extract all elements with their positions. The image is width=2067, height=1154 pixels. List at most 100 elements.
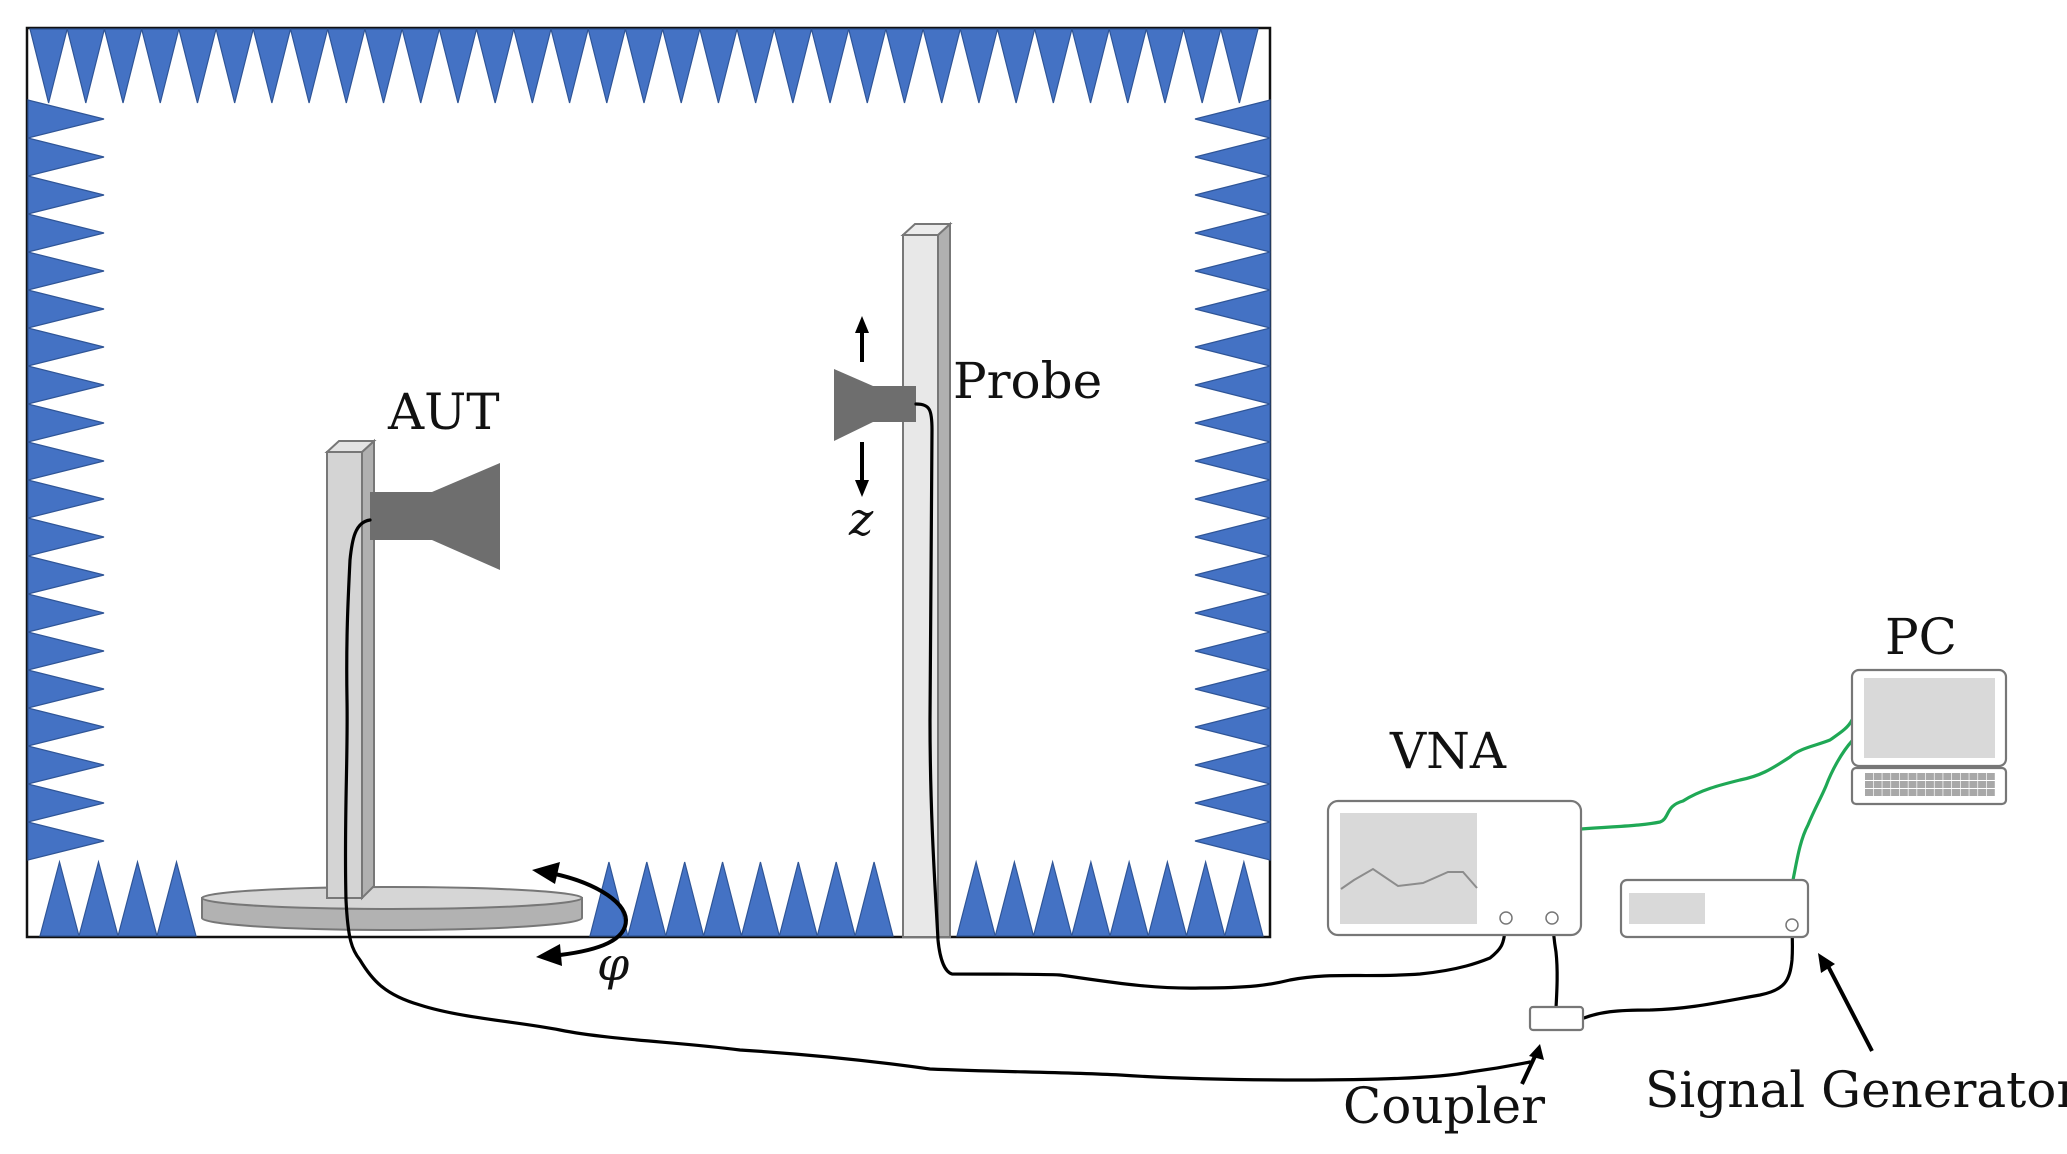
absorber-cone — [1194, 251, 1271, 291]
aut-horn-flare — [432, 463, 500, 570]
absorber-cone — [1194, 289, 1271, 329]
absorber-cone — [27, 441, 105, 481]
coupler-pointer-shaft — [1520, 1053, 1538, 1085]
phi-label: φ — [597, 937, 630, 991]
phi-rotation-arrow — [532, 862, 629, 966]
absorber-cone — [1194, 593, 1271, 633]
vna-label: VNA — [1389, 722, 1507, 780]
absorber-cone — [1194, 517, 1271, 557]
vna-port-2 — [1545, 911, 1559, 925]
absorber-cone — [39, 859, 80, 937]
absorber-cone — [1194, 669, 1271, 709]
absorber-cone — [1194, 441, 1271, 481]
pc-screen — [1864, 678, 1995, 758]
absorber-cone — [27, 137, 105, 177]
vna-instrument — [1326, 799, 1583, 937]
keyboard-key — [1925, 773, 1934, 780]
keyboard-key — [1899, 781, 1908, 788]
aut-cable — [343, 518, 1532, 1082]
absorber-cone — [1108, 28, 1148, 104]
absorber-cone — [1194, 479, 1271, 519]
vna-screen — [1340, 813, 1477, 924]
absorber-cone — [1147, 859, 1188, 937]
absorber-cone — [27, 555, 105, 595]
keyboard-key — [1882, 773, 1891, 780]
absorber-cone — [289, 28, 329, 104]
absorber-cone — [215, 28, 255, 104]
absorber-cone — [27, 821, 105, 861]
keyboard-key — [1934, 789, 1943, 796]
absorber-cone — [702, 861, 743, 937]
keyboard-key — [1943, 773, 1952, 780]
absorber-cone — [1071, 28, 1110, 104]
absorber-cone — [27, 631, 105, 671]
absorber-cone — [1194, 631, 1271, 671]
absorber-cone — [773, 28, 813, 104]
keyboard-key — [1873, 781, 1882, 788]
signal-generator-port — [1785, 918, 1799, 932]
absorber-cone — [1220, 28, 1259, 104]
keyboard-key — [1960, 781, 1969, 788]
z-down-arrowhead-icon — [855, 480, 869, 497]
absorber-cone — [78, 859, 119, 937]
z-motion-arrows — [855, 316, 869, 497]
absorber-cone — [27, 517, 105, 557]
absorber-cone — [847, 28, 887, 104]
absorber-cone — [996, 28, 1036, 104]
pc-keyboard-keys — [1865, 773, 1995, 796]
absorber-cone — [27, 289, 105, 329]
coupler-box — [1528, 1005, 1585, 1032]
absorber-cone — [699, 28, 738, 104]
keyboard-key — [1882, 789, 1891, 796]
keyboard-key — [1952, 789, 1960, 796]
absorber-cone — [1194, 555, 1271, 595]
absorber-cone — [117, 859, 158, 937]
vna-trace — [1340, 867, 1478, 890]
signal-generator-pointer-arrowhead-icon — [1818, 953, 1835, 973]
absorber-cone — [178, 28, 217, 104]
absorber-cone — [27, 365, 105, 405]
absorber-cone — [1223, 859, 1264, 937]
absorber-row-top — [29, 28, 1259, 104]
absorber-cone — [1194, 403, 1271, 443]
absorber-cone — [1194, 707, 1271, 747]
coupler-pointer-arrowhead-icon — [1529, 1044, 1544, 1060]
absorber-cone — [885, 28, 924, 104]
phi-arrow-arc — [544, 870, 629, 957]
absorber-cone — [994, 859, 1035, 937]
vna-to-pc-cable — [1579, 718, 1854, 831]
absorber-cone — [922, 28, 962, 104]
keyboard-key — [1908, 789, 1917, 796]
absorber-cone — [1194, 783, 1271, 823]
probe-label: Probe — [953, 352, 1102, 410]
coupler-label: Coupler — [1343, 1077, 1545, 1135]
keyboard-key — [1960, 789, 1969, 796]
keyboard-key — [1943, 781, 1952, 788]
keyboard-key — [1865, 781, 1873, 788]
absorber-cone — [587, 28, 627, 104]
absorber-cone — [624, 28, 664, 104]
phi-arrowhead-bottom-icon — [536, 944, 562, 966]
keyboard-key — [1978, 789, 1987, 796]
probe-horn-antenna — [834, 369, 916, 441]
absorber-cone — [252, 28, 292, 104]
z-axis-label: z — [848, 492, 874, 546]
pc-label: PC — [1885, 608, 1957, 666]
absorber-cone — [1194, 327, 1271, 367]
keyboard-key — [1952, 773, 1960, 780]
absorber-cone — [364, 28, 403, 104]
absorber-cone — [27, 669, 105, 709]
absorber-cone — [475, 28, 515, 104]
z-up-arrowhead-icon — [855, 316, 869, 333]
keyboard-key — [1899, 789, 1908, 796]
absorber-cone — [1032, 859, 1073, 937]
absorber-cone — [156, 859, 197, 937]
keyboard-key — [1917, 781, 1926, 788]
absorber-cone — [816, 861, 856, 937]
absorber-cone — [103, 28, 143, 104]
keyboard-key — [1891, 781, 1900, 788]
keyboard-key — [1925, 789, 1934, 796]
keyboard-key — [1952, 781, 1960, 788]
absorber-cone — [27, 251, 105, 291]
